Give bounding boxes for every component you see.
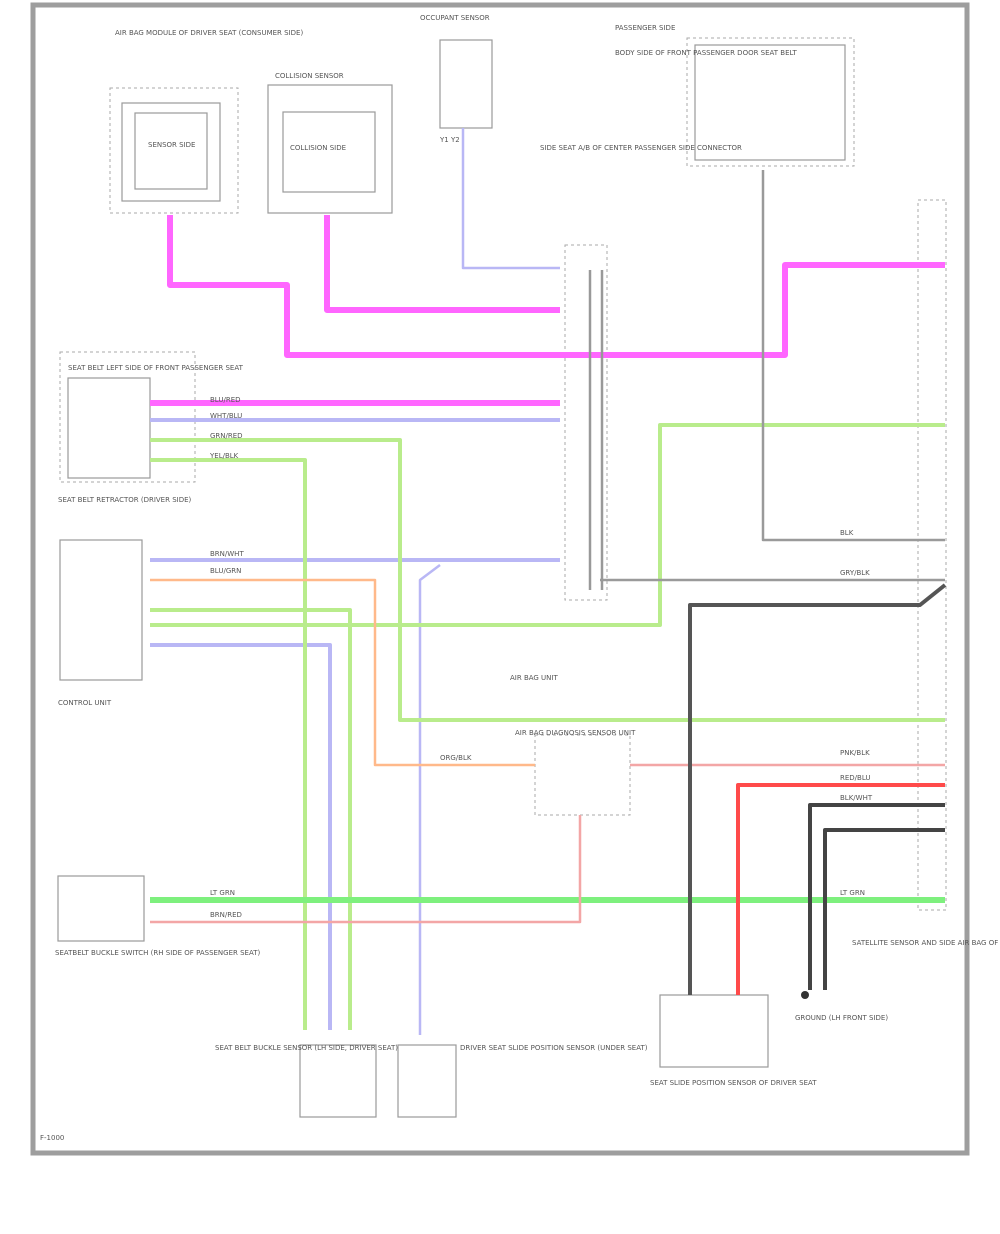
passenger-panel: PASSENGER SIDE BODY SIDE OF FRONT PASSEN… [615,24,855,167]
wire-label-group: BLU/RED WHT/BLU GRN/RED YEL/BLK BRN/WHT … [209,396,873,919]
seat-slide-module: SEAT SLIDE POSITION SENSOR OF DRIVER SEA… [650,994,817,1087]
wire-label: GRN/RED [210,432,243,440]
seat-belt-module: SEAT BELT LEFT SIDE OF FRONT PASSENGER S… [59,351,244,483]
air-bag-unit-sub: AIR BAG DIAGNOSIS SENSOR UNIT [515,729,636,737]
wire-label: LT GRN [210,889,235,897]
page-id: F-1000 [40,1134,64,1142]
air-bag-unit: AIR BAG UNIT AIR BAG DIAGNOSIS SENSOR UN… [510,674,636,816]
wire-label: BLK/WHT [840,794,873,802]
wire-red [736,783,945,995]
wire-orange [150,578,535,767]
wire-magenta-main [167,215,945,358]
wire-label: PNK/BLK [840,749,870,757]
buckle-switch-label: SEATBELT BUCKLE SWITCH (RH SIDE OF PASSE… [55,949,260,957]
ground-point: GROUND (LH FRONT SIDE) [795,991,888,1022]
wire-lgreen-4 [150,608,352,1030]
wire-label: BRN/WHT [210,550,244,558]
air-bag-unit-label: AIR BAG UNIT [510,674,558,682]
wire-label: GRY/BLK [840,569,870,577]
passenger-panel-label: PASSENGER SIDE [615,24,675,32]
wire-label: RED/BLU [840,774,871,782]
passenger-panel-text: BODY SIDE OF FRONT PASSENGER DOOR SEAT B… [615,49,797,57]
air-bag-module: AIR BAG MODULE OF DRIVER SEAT (CONSUMER … [109,29,303,214]
wire-gray-1 [761,170,945,542]
wire-label: BLU/RED [210,396,241,404]
wire-label: BRN/RED [210,911,242,919]
air-bag-module-inner: SENSOR SIDE [148,141,195,149]
occupant-sensor: OCCUPANT SENSOR Y1 Y2 [420,14,493,144]
wire-dark-1 [688,583,947,995]
wire-magenta-2 [324,215,560,313]
occupant-sensor-label: OCCUPANT SENSOR [420,14,490,22]
seat-belt-module-label: SEAT BELT LEFT SIDE OF FRONT PASSENGER S… [68,364,244,372]
collision-sensor-inner: COLLISION SIDE [290,144,346,152]
right-harness-label: SATELLITE SENSOR AND SIDE AIR BAG OF DRI… [852,939,1000,947]
slide-position-sensor-label: DRIVER SEAT SLIDE POSITION SENSOR (UNDER… [460,1044,648,1052]
wire-label: WHT/BLU [210,412,242,420]
wire-lgreen-3 [150,423,945,627]
center-connector-label: SIDE SEAT A/B OF CENTER PASSENGER SIDE C… [540,144,742,152]
wire-label: BLK [840,529,854,537]
buckle-sensor-label: SEAT BELT BUCKLE SENSOR (LH SIDE, DRIVER… [215,1044,398,1052]
air-bag-module-label: AIR BAG MODULE OF DRIVER SEAT (CONSUMER … [115,29,303,37]
diagram-frame [30,2,970,1156]
collision-sensor: COLLISION SENSOR COLLISION SIDE [267,72,393,214]
wire-pink-1 [150,815,582,924]
center-connector: SIDE SEAT A/B OF CENTER PASSENGER SIDE C… [540,144,742,601]
right-harness: SATELLITE SENSOR AND SIDE AIR BAG OF DRI… [852,199,1000,947]
wire-lavender-1 [461,128,560,270]
wire-lgreen-2 [150,458,307,1030]
ground-label: GROUND (LH FRONT SIDE) [795,1014,888,1022]
seat-slide-module-label: SEAT SLIDE POSITION SENSOR OF DRIVER SEA… [650,1079,817,1087]
wire-lgreen-1 [150,438,945,722]
slide-position-sensor: DRIVER SEAT SLIDE POSITION SENSOR (UNDER… [397,1044,648,1118]
wire-label: ORG/BLK [440,754,472,762]
control-unit-label: SEAT BELT RETRACTOR (DRIVER SIDE) [58,496,192,504]
wires [150,128,947,1035]
control-unit-module: SEAT BELT RETRACTOR (DRIVER SIDE) CONTRO… [58,496,192,707]
wire-label: BLU/GRN [210,567,241,575]
collision-sensor-label: COLLISION SENSOR [275,72,344,80]
wire-label: YEL/BLK [209,452,239,460]
occupant-sensor-pins: Y1 Y2 [439,136,460,144]
wire-label: LT GRN [840,889,865,897]
buckle-switch: SEATBELT BUCKLE SWITCH (RH SIDE OF PASSE… [55,875,260,957]
buckle-sensor: SEAT BELT BUCKLE SENSOR (LH SIDE, DRIVER… [215,1044,398,1118]
wire-lavender-5 [418,564,441,1035]
wire-dark-2 [808,803,945,990]
wire-dark-3 [823,828,945,990]
control-unit-sub: CONTROL UNIT [58,699,112,707]
